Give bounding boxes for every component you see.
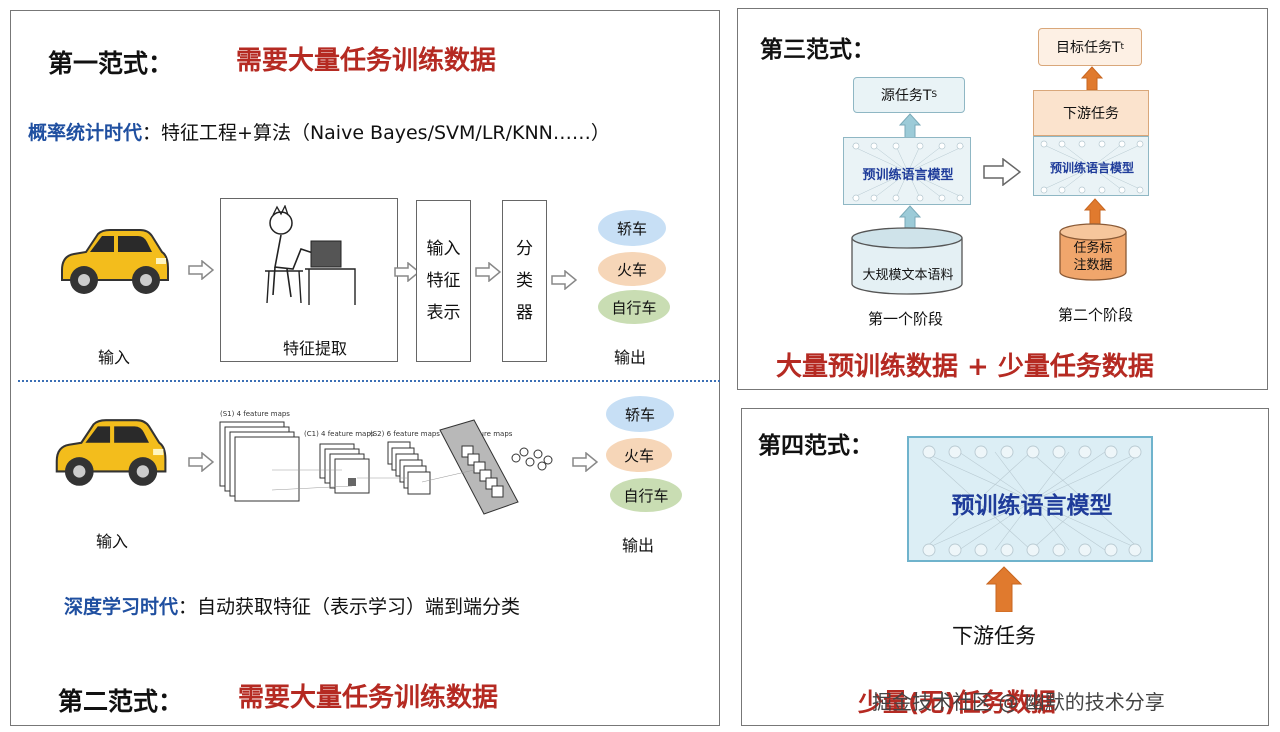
- p1-era-line: 概率统计时代：特征工程+算法（Naive Bayes/SVM/LR/KNN……）: [28, 118, 610, 145]
- classifier-char-1: 分: [516, 239, 533, 259]
- arrow-up-icon: [1081, 66, 1103, 90]
- arrow-right-icon: [188, 452, 214, 472]
- corpus-database-icon: [851, 227, 963, 295]
- arrow-up-icon: [899, 113, 921, 139]
- p1-era-label: 概率统计时代: [28, 122, 143, 144]
- plm-box-stage2: 预训练语言模型: [1033, 136, 1149, 196]
- output-bicycle: 自行车: [598, 290, 670, 324]
- p2-era-colon: ：: [178, 596, 198, 618]
- car-icon: [55, 419, 167, 486]
- downstream-task-label: 下游任务: [1063, 106, 1119, 122]
- p2-input-label: 输入: [96, 532, 129, 551]
- output-sedan: 轿车: [606, 396, 674, 432]
- section-divider: [18, 380, 720, 382]
- arrow-right-icon: [572, 452, 598, 472]
- arrow-right-icon: [983, 158, 1021, 186]
- arrow-right-icon: [394, 262, 420, 282]
- p1-output-label: 输出: [614, 348, 647, 367]
- arrow-right-icon: [188, 260, 214, 280]
- cnn-layer-label-2: (C1) 4 feature maps: [304, 430, 375, 438]
- cnn-diagram: (S1) 4 feature maps (C1) 4 feature maps …: [212, 410, 572, 530]
- arrow-right-icon: [475, 262, 501, 282]
- engineer-illustration-icon: [265, 205, 356, 305]
- plm-box-stage1: 预训练语言模型: [843, 137, 971, 205]
- p2-subtitle: 需要大量任务训练数据: [238, 683, 499, 713]
- p2-era-label: 深度学习时代: [64, 596, 179, 618]
- classifier-char-2: 类: [516, 271, 533, 291]
- cnn-layer-label-1: (S1) 4 feature maps: [220, 410, 290, 418]
- feature-extraction-box: 特征提取: [220, 198, 398, 362]
- corpus-label: 大规模文本语料: [862, 268, 954, 283]
- p1-era-desc: 特征工程+算法（Naive Bayes/SVM/LR/KNN……）: [161, 122, 610, 144]
- p3-panel: [737, 8, 1268, 390]
- stage1-label: 第一个阶段: [868, 310, 944, 328]
- plm-label-p4: 预训练语言模型: [951, 493, 1113, 519]
- classifier-char-3: 器: [516, 303, 533, 323]
- labeled-data-label: 任务标 注数据: [1062, 240, 1124, 274]
- repr-char-3: 表示: [426, 303, 461, 323]
- labeled-data-line-1: 任务标: [1073, 241, 1113, 256]
- target-task-sub: t: [1120, 42, 1125, 52]
- downstream-task-box: 下游任务: [1033, 90, 1149, 136]
- p4-downstream-label: 下游任务: [952, 624, 1036, 648]
- watermark: 掘金技术社区 @ 幽默的技术分享: [872, 690, 1165, 714]
- p2-era-line: 深度学习时代：自动获取特征（表示学习）端到端分类: [64, 592, 520, 619]
- output-sedan: 轿车: [598, 210, 666, 246]
- p3-title: 第三范式：: [760, 37, 875, 63]
- cnn-layer-label-3: (S2) 6 feature maps: [370, 430, 440, 438]
- arrow-up-icon: [986, 566, 1022, 612]
- plm-label-stage2: 预训练语言模型: [1049, 161, 1134, 175]
- labeled-data-line-2: 注数据: [1073, 258, 1113, 273]
- p1-subtitle: 需要大量任务训练数据: [236, 46, 497, 76]
- p1-era-colon: ：: [142, 122, 162, 144]
- output-train: 火车: [598, 252, 666, 286]
- plm-label-stage1: 预训练语言模型: [862, 168, 954, 183]
- output-train: 火车: [606, 438, 672, 472]
- p3-summary: 大量预训练数据 + 少量任务数据: [776, 352, 1154, 382]
- p2-title: 第二范式：: [58, 687, 184, 716]
- p2-output-label: 输出: [622, 536, 655, 555]
- plm-box-p4: 预训练语言模型: [907, 436, 1153, 562]
- output-bicycle: 自行车: [610, 478, 682, 512]
- target-task-label: 目标任务T: [1055, 40, 1121, 56]
- repr-char-2: 特征: [426, 271, 461, 291]
- car-icon: [61, 229, 169, 294]
- source-task-label: 源任务T: [880, 88, 932, 104]
- stage2-label: 第二个阶段: [1058, 306, 1134, 324]
- p1-input-label: 输入: [98, 348, 131, 367]
- source-task-sub: S: [931, 90, 938, 100]
- repr-char-1: 输入: [426, 239, 461, 259]
- p1-title: 第一范式：: [48, 49, 174, 78]
- p2-era-desc: 自动获取特征（表示学习）端到端分类: [197, 596, 521, 618]
- feature-extract-label: 特征提取: [283, 339, 348, 358]
- classifier-box: 分 类 器: [502, 200, 547, 362]
- feature-representation-box: 输入 特征 表示: [416, 200, 471, 362]
- arrow-right-icon: [551, 270, 577, 290]
- labeled-data-database-icon: [1059, 223, 1127, 281]
- left-panel: [10, 10, 720, 726]
- p4-title: 第四范式：: [758, 433, 873, 459]
- p4-summary: 少量(无)任务数据: [858, 688, 1056, 717]
